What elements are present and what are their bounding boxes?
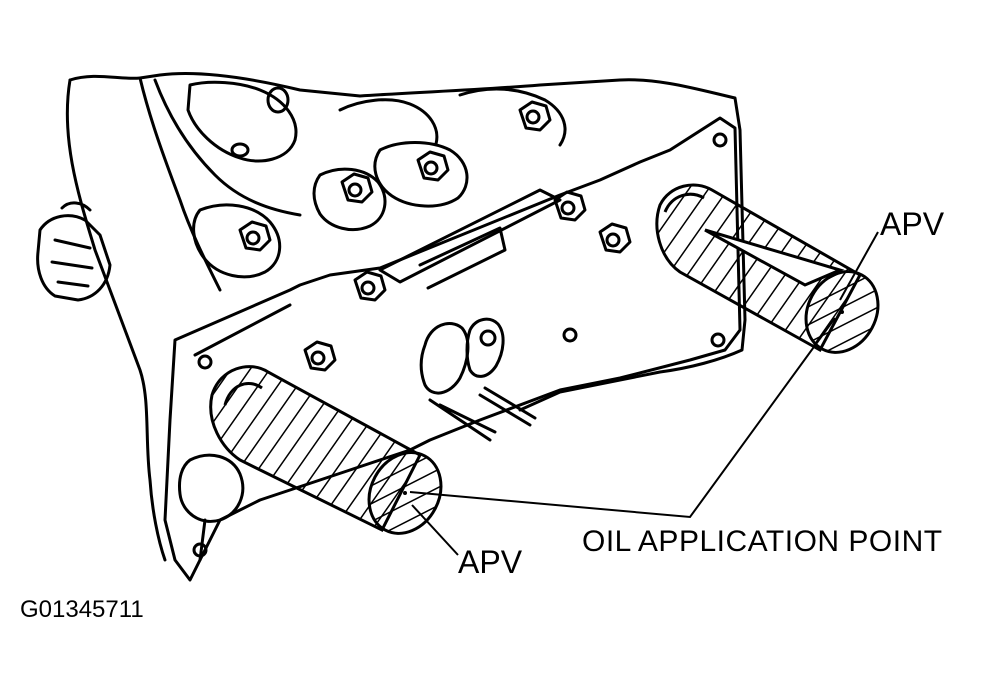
figure-id: G01345711 — [20, 596, 144, 623]
bolt-heads — [238, 100, 632, 372]
leader-oil-point — [409, 317, 836, 519]
apv-bottom-cylinder — [209, 365, 443, 535]
engine-block-outline — [68, 72, 747, 412]
apv-bottom-label: APV — [458, 544, 523, 580]
leader-apv-bottom — [411, 504, 459, 556]
manifold-flange — [163, 116, 742, 582]
sensor-connector — [36, 214, 112, 302]
apv-top-label: APV — [880, 206, 945, 242]
apv-top-cylinder — [655, 183, 880, 354]
oil-application-point-label: OIL APPLICATION POINT — [582, 525, 943, 558]
leader-apv-top — [839, 231, 879, 301]
